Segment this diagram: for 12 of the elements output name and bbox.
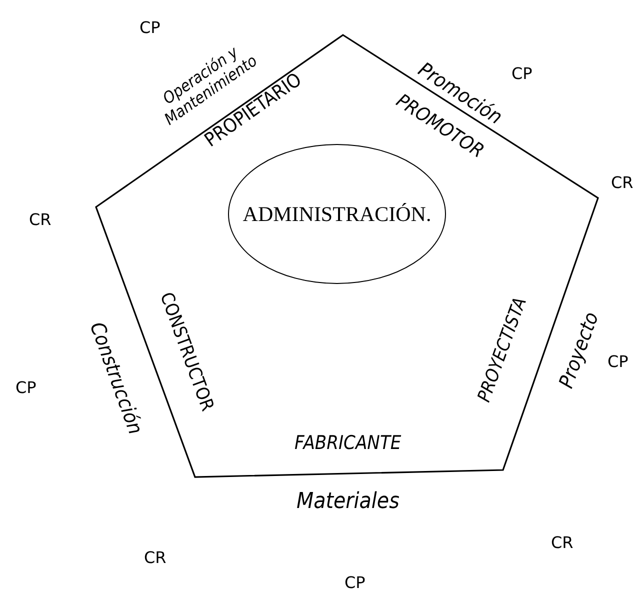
code-label: CP	[16, 379, 36, 397]
code-label: CR	[144, 549, 166, 567]
code-label: CP	[140, 19, 160, 37]
role-label: FABRICANTE	[294, 432, 402, 454]
code-label: CP	[512, 65, 532, 83]
code-label: CR	[551, 534, 574, 552]
code-label: CP	[344, 574, 366, 592]
code-label: CR	[611, 174, 634, 192]
phase-label: Materiales	[296, 490, 400, 514]
ellipse-node: ADMINISTRACIÓN.	[228, 144, 446, 284]
code-label: CP	[608, 353, 628, 371]
code-label: CR	[29, 211, 52, 229]
